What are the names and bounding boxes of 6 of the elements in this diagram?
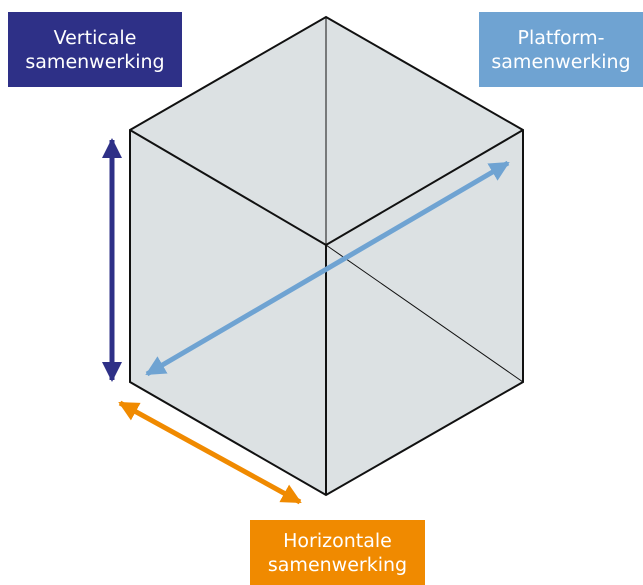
label-box	[8, 12, 182, 87]
label-box	[479, 12, 643, 87]
box-label: Verticale samenwerking	[24, 26, 166, 74]
box-label: Horizontale samenwerking	[266, 528, 408, 576]
box-label: Platform- samenwerking	[490, 26, 632, 74]
label-box	[250, 520, 425, 585]
